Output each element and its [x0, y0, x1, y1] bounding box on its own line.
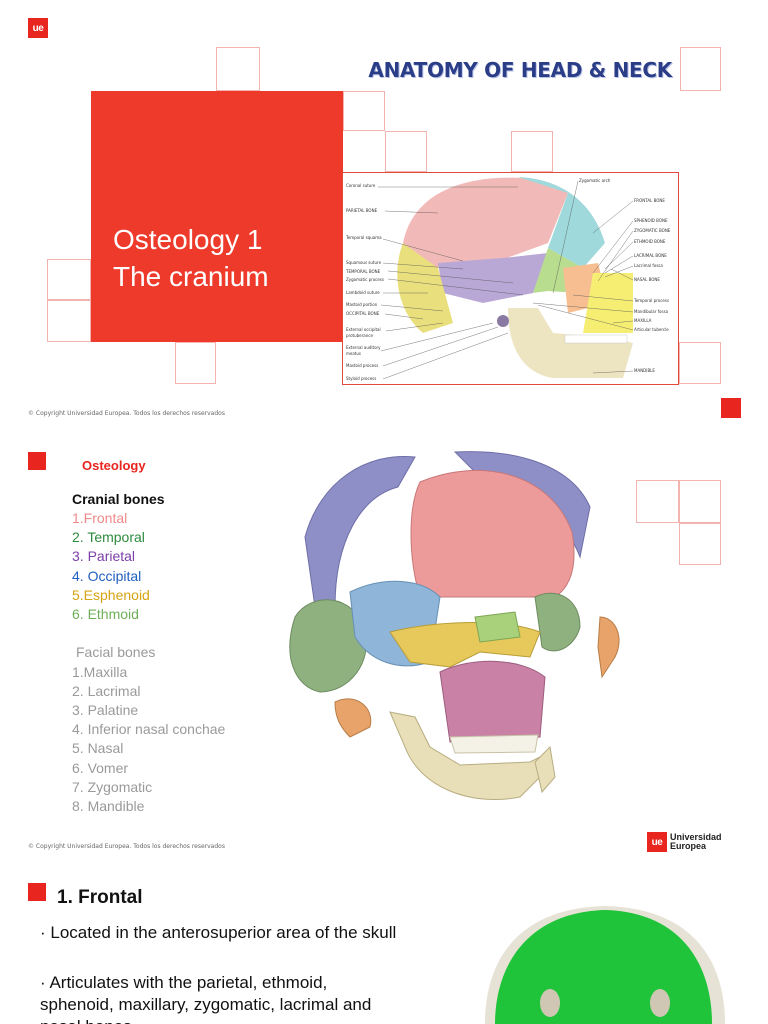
slide-title-line1: Osteology 1	[113, 224, 263, 255]
decor-box	[47, 259, 91, 300]
universidad-europea-logo: ue Universidad Europea	[647, 832, 722, 852]
facial-item: 7. Zygomatic	[72, 779, 153, 795]
ue-logo-icon: ue	[647, 832, 667, 852]
cranial-item-sphenoid: 5.Esphenoid	[72, 587, 150, 603]
facial-item: 5. Nasal	[72, 740, 124, 756]
skull-label: Mandibular fossa	[634, 309, 669, 314]
exploded-skull-illustration	[289, 451, 620, 801]
decor-box	[680, 47, 721, 91]
frontal-bone-skull-illustration	[485, 906, 725, 1024]
skull-label: Temporal process	[634, 298, 669, 303]
slide-osteology: Osteology Cranial bones 1.Frontal 2. Tem…	[0, 422, 768, 860]
cranial-item-occipital: 4. Occipital	[72, 568, 142, 584]
slide-frontal: 1. Frontal · Located in the anterosuperi…	[0, 860, 768, 1024]
skull-label: Coronal suture	[346, 183, 376, 188]
skull-label: Zygomatic arch	[579, 178, 611, 183]
decor-box	[47, 300, 91, 342]
skull-label: External occipital	[346, 327, 381, 332]
decor-box	[511, 131, 553, 172]
skull-label: LACRIMAL BONE	[634, 253, 667, 258]
red-square-marker	[28, 883, 46, 901]
skull-label: SPHENOID BONE	[634, 218, 668, 223]
decor-box	[679, 342, 721, 384]
skull-label: Styloid process	[346, 376, 377, 381]
red-square-marker	[28, 452, 46, 470]
brand-name: Universidad Europea	[670, 833, 722, 851]
skull-label: Lacrimal fossa	[634, 263, 663, 268]
decor-box	[679, 480, 721, 523]
skull-label: OCCIPITAL BONE	[346, 311, 380, 316]
skull-label: TEMPORAL BONE	[346, 269, 381, 274]
skull-label: Mastoid process	[346, 363, 379, 368]
section-heading: Osteology	[82, 458, 146, 473]
skull-label: Temporal squama	[346, 235, 382, 240]
skull-lateral-illustration	[378, 177, 634, 380]
skull-label: External auditory	[346, 345, 381, 350]
ue-logo-icon: ue	[28, 18, 48, 38]
cranial-item-frontal: 1.Frontal	[72, 510, 128, 526]
copyright-text: © Copyright Universidad Europea. Todos l…	[28, 410, 225, 417]
skull-label: Lambdoid suture	[346, 290, 380, 295]
red-square-decor	[721, 398, 741, 418]
facial-item: 6. Vomer	[72, 760, 129, 776]
skull-label: Mastoid portion	[346, 302, 378, 307]
bullet-articulations: · Articulates with the parietal, ethmoid…	[40, 973, 372, 1024]
decor-box	[175, 342, 216, 384]
cranial-bones-title: Cranial bones	[72, 491, 165, 507]
cranial-item-ethmoid: 6. Ethmoid	[72, 606, 139, 622]
facial-item: 8. Mandible	[72, 798, 145, 814]
skull-label: FRONTAL BONE	[634, 198, 665, 203]
cranial-item-parietal: 3. Parietal	[72, 548, 136, 564]
skull-label: Zygomatic process	[346, 277, 384, 282]
skull-label: Squamous suture	[346, 260, 382, 265]
decor-box	[385, 131, 427, 172]
skull-label: NASAL BONE	[634, 277, 660, 282]
skull-label: meatus	[346, 351, 361, 356]
section-heading: 1. Frontal	[57, 887, 143, 908]
skull-label: ETHMOID BONE	[634, 239, 666, 244]
decor-box	[343, 91, 385, 131]
course-title: ANATOMY OF HEAD & NECK	[368, 58, 672, 82]
slide-title-line2: The cranium	[113, 261, 269, 292]
title-panel: Osteology 1 The cranium	[91, 91, 343, 342]
cranial-item-temporal: 2. Temporal	[72, 529, 145, 545]
facial-item: 4. Inferior nasal conchae	[72, 721, 226, 737]
skull-label: Articular tubercle	[634, 327, 669, 332]
facial-item: 3. Palatine	[72, 702, 139, 718]
brand-line2: Europea	[670, 841, 707, 851]
skull-label: ZYGOMATIC BONE	[634, 228, 671, 233]
skull-label: PARIETAL BONE	[346, 208, 378, 213]
facial-item: 1.Maxilla	[72, 664, 128, 680]
facial-item: 2. Lacrimal	[72, 683, 141, 699]
facial-bones-title: Facial bones	[76, 644, 156, 660]
skull-label: MAXILLA	[634, 318, 652, 323]
decor-box	[216, 47, 260, 91]
decor-box	[679, 523, 721, 565]
slide-title: ue ANATOMY OF HEAD & NECK Osteology 1 Th…	[0, 0, 768, 422]
decor-box	[636, 480, 679, 523]
bullet-location: · Located in the anterosuperior area of …	[40, 923, 397, 942]
brand-line1: Universidad	[670, 832, 722, 842]
skull-label: protuberance	[346, 333, 373, 338]
copyright-text: © Copyright Universidad Europea. Todos l…	[28, 843, 225, 850]
skull-lateral-diagram: Coronal suture PARIETAL BONE Temporal sq…	[342, 172, 679, 385]
skull-label: MANDIBLE	[634, 368, 655, 373]
